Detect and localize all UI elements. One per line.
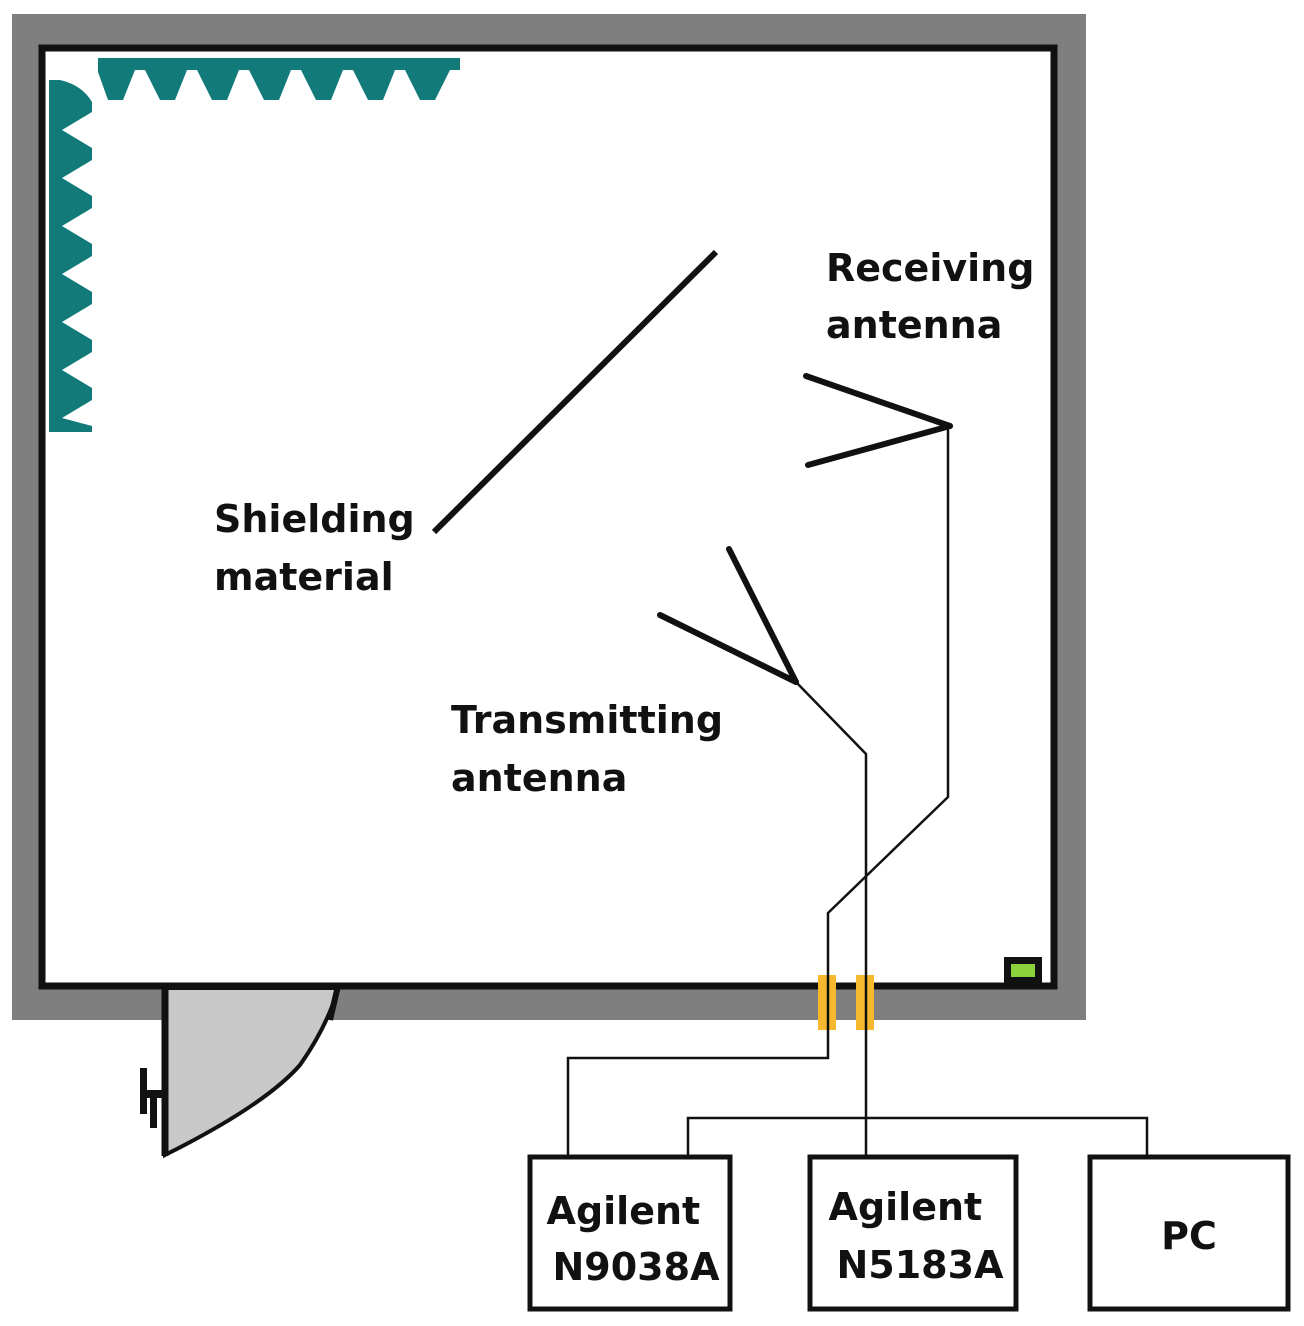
pyramidal-absorber-icon: [98, 58, 460, 100]
receiving-antenna-label: Receiving antenna: [826, 246, 1048, 347]
shielding-material: [431, 249, 719, 535]
svg-text:PC: PC: [1161, 1214, 1217, 1258]
svg-text:Agilent N5183A: Agilent N5183A: [829, 1185, 1005, 1287]
cable-feedthrough-icon: [818, 975, 874, 1030]
shielding-material-label: Shielding material: [214, 497, 428, 599]
svg-text:Agilent N9038A: Agilent N9038A: [547, 1189, 721, 1289]
chamber-interior: [38, 44, 1058, 990]
door-icon: [163, 986, 341, 1159]
pyramidal-absorber-icon: [49, 80, 92, 432]
receiving-antenna-icon: [803, 373, 953, 468]
transmitting-antenna-label: Transmitting antenna: [451, 698, 736, 800]
door-handle-icon: [140, 1068, 165, 1128]
transmitting-antenna-icon: [657, 546, 799, 685]
door-opening-right: [327, 985, 341, 1021]
device-pc: PC: [1087, 1154, 1291, 1312]
cable-control-bus: [686, 1116, 1149, 1158]
status-light-icon: [1004, 957, 1042, 983]
device-n5183a: Agilent N5183A: [807, 1154, 1019, 1312]
device-n9038a: Agilent N9038A: [527, 1154, 733, 1312]
